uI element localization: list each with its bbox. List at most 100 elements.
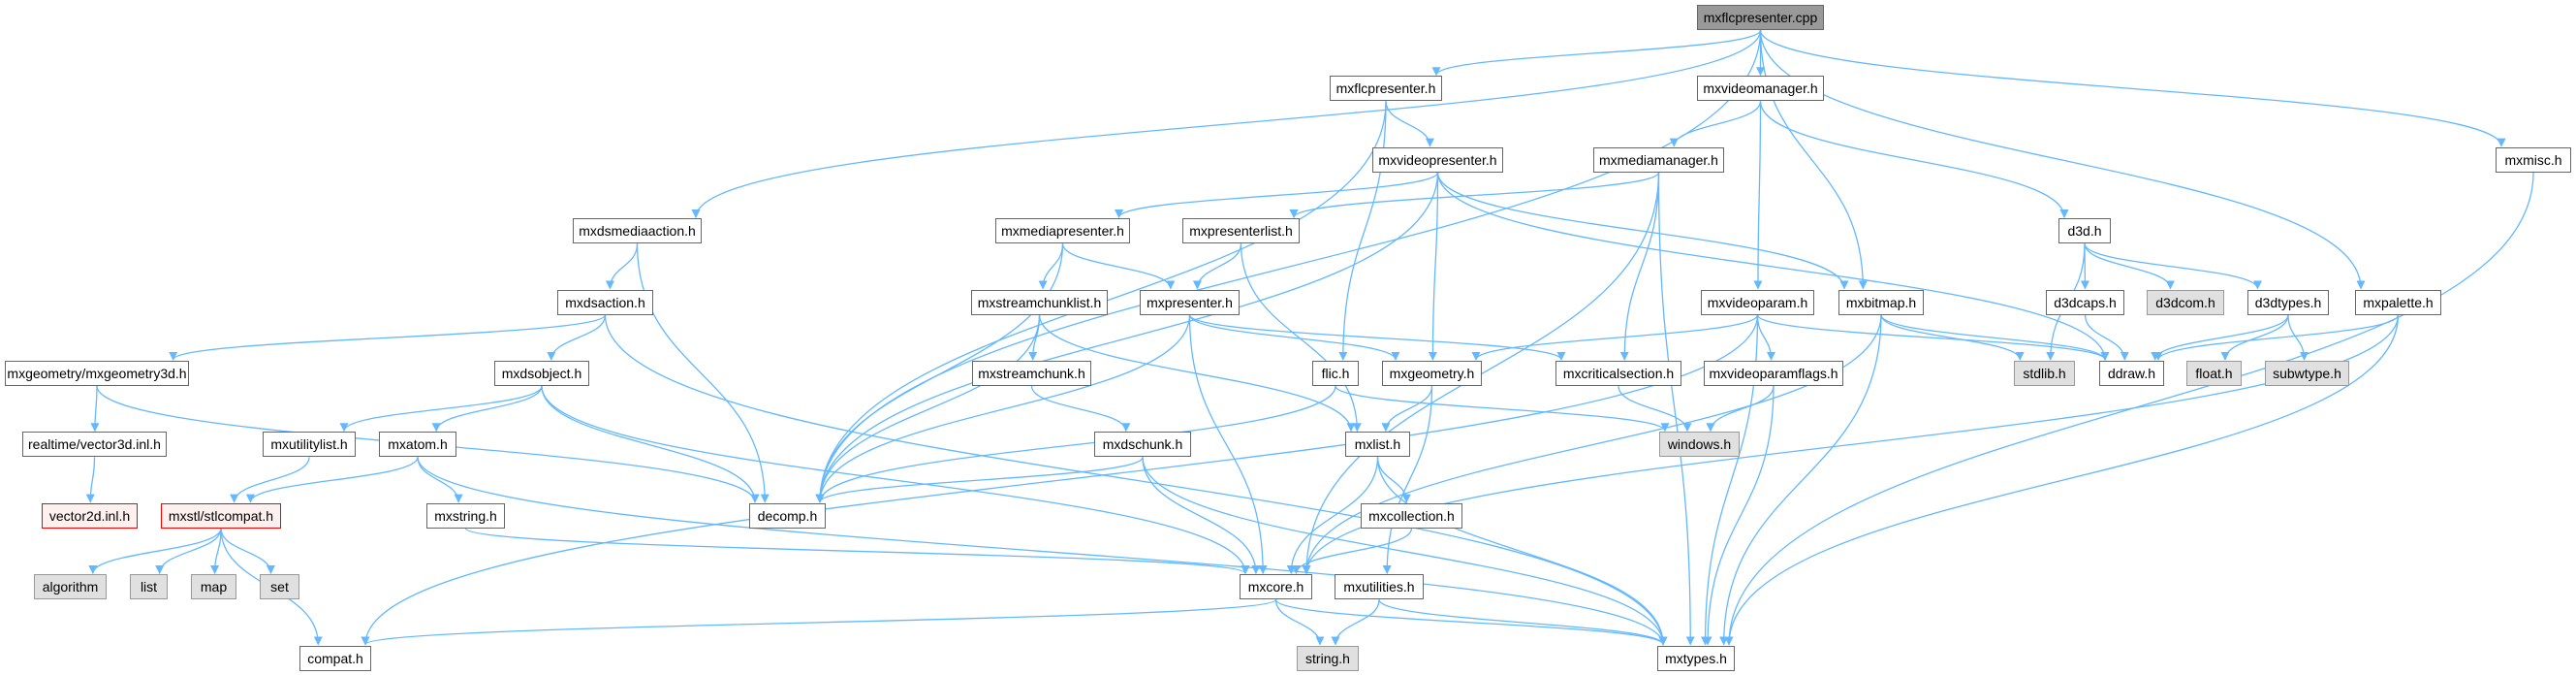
edge-presenter-to-core bbox=[1188, 314, 1268, 575]
node-ddraw-h[interactable]: ddraw.h bbox=[2099, 361, 2164, 386]
edge-dsaction-to-dsobject bbox=[547, 314, 607, 361]
edge-utilitylist-to-stlcompat bbox=[230, 457, 310, 503]
edge-bitmap-to-core bbox=[1302, 314, 1882, 575]
node-mxstreamchunklist-h[interactable]: mxstreamchunklist.h bbox=[971, 289, 1108, 315]
edge-core-to-types bbox=[1274, 598, 1668, 646]
node-mxatom-h[interactable]: mxatom.h bbox=[379, 432, 456, 458]
node-decomp-h[interactable]: decomp.h bbox=[749, 502, 826, 529]
edge-dsmediaaction-to-decomp bbox=[636, 243, 770, 503]
node-algorithm: algorithm bbox=[34, 574, 107, 600]
node-vector2d-inl-h[interactable]: vector2d.inl.h bbox=[42, 502, 138, 529]
edge-videopresenter-to-decomp bbox=[815, 172, 1439, 503]
edge-videopresenter-to-ddraw bbox=[1436, 172, 2110, 361]
edge-utilities-to-string_h bbox=[1331, 599, 1380, 646]
node-mxvideoparamflags-h[interactable]: mxvideoparamflags.h bbox=[1704, 361, 1843, 386]
edge-dsobject-to-utilitylist bbox=[339, 385, 543, 433]
edge-cpp-to-decomp bbox=[815, 29, 1762, 503]
edge-cpp-to-flcpresenter_h bbox=[1431, 29, 1762, 77]
node-d3d-h[interactable]: d3d.h bbox=[2058, 218, 2111, 244]
node-subwtype-h: subwtype.h bbox=[2265, 361, 2349, 386]
node-mxtypes-h[interactable]: mxtypes.h bbox=[1657, 645, 1735, 671]
edge-stlcompat-to-set bbox=[220, 528, 275, 575]
edge-videomanager-to-videoparam bbox=[1753, 101, 1763, 290]
edge-stlcompat-to-algorithm bbox=[88, 528, 222, 575]
edge-geometry3d-to-vector3d bbox=[90, 385, 100, 433]
edge-mediamanager-to-types bbox=[1657, 172, 1695, 646]
node-mxcriticalsection-h[interactable]: mxcriticalsection.h bbox=[1555, 361, 1681, 386]
node-mxgeometry-h[interactable]: mxgeometry.h bbox=[1382, 361, 1482, 386]
edge-mediapresenter-to-presenter bbox=[1061, 243, 1176, 290]
node-d3dcom-h: d3dcom.h bbox=[2147, 289, 2224, 315]
node-mxdsaction-h[interactable]: mxdsaction.h bbox=[557, 289, 653, 315]
node-mxutilitylist-h[interactable]: mxutilitylist.h bbox=[263, 432, 356, 458]
edge-bitmap-to-types bbox=[1719, 314, 1882, 646]
edge-stlcompat-to-list bbox=[155, 528, 222, 575]
edge-list_h-to-core bbox=[1286, 457, 1379, 575]
node-mxdsmediaaction-h[interactable]: mxdsmediaaction.h bbox=[573, 218, 702, 244]
edge-mediamanager-to-core bbox=[1302, 172, 1660, 575]
edge-videoparamflags-to-types bbox=[1703, 385, 1775, 646]
edge-d3d-to-d3dtypes bbox=[2084, 242, 2262, 290]
edge-core-to-compat bbox=[361, 598, 1277, 646]
edge-d3dcaps-to-ddraw bbox=[2084, 314, 2129, 361]
node-mxutilities-h[interactable]: mxutilities.h bbox=[1335, 574, 1424, 600]
edge-dschunk-to-types bbox=[1142, 457, 1668, 646]
node-mxflcpresenter-h[interactable]: mxflcpresenter.h bbox=[1330, 76, 1442, 102]
node-mxdschunk-h[interactable]: mxdschunk.h bbox=[1094, 432, 1191, 458]
node-mxstring-h[interactable]: mxstring.h bbox=[426, 502, 505, 529]
node-mxcollection-h[interactable]: mxcollection.h bbox=[1361, 502, 1462, 529]
node-mxmediapresenter-h[interactable]: mxmediapresenter.h bbox=[995, 218, 1130, 244]
node-mxvideoparam-h[interactable]: mxvideoparam.h bbox=[1701, 289, 1814, 315]
node-mxbitmap-h[interactable]: mxbitmap.h bbox=[1838, 289, 1924, 315]
edge-dsobject-to-decomp bbox=[541, 385, 760, 503]
node-mxdsobject-h[interactable]: mxdsobject.h bbox=[494, 361, 589, 386]
edge-palette-to-ddraw bbox=[2153, 314, 2400, 361]
edge-videopresenter-to-bitmap bbox=[1436, 172, 1849, 290]
edge-presenterlist-to-list_h bbox=[1240, 243, 1362, 433]
edge-mediamanager-to-critsec bbox=[1619, 172, 1660, 361]
edge-dschunk-to-decomp bbox=[815, 457, 1144, 503]
node-mxvideomanager-h[interactable]: mxvideomanager.h bbox=[1697, 76, 1824, 102]
edge-streamchunklist-to-decomp bbox=[815, 314, 1041, 503]
edge-videopresenter-to-geometry bbox=[1428, 172, 1439, 361]
edge-videoparam-to-ddraw bbox=[1756, 314, 2110, 361]
edge-videoparam-to-geometry bbox=[1471, 314, 1759, 361]
edge-collection-to-core bbox=[1291, 528, 1413, 575]
node-d3dtypes-h[interactable]: d3dtypes.h bbox=[2247, 289, 2329, 315]
node-mxcore-h[interactable]: mxcore.h bbox=[1240, 574, 1312, 600]
node-flic-h[interactable]: flic.h bbox=[1312, 361, 1359, 386]
edge-presenterlist-to-presenter bbox=[1192, 243, 1242, 290]
node-mxpalette-h[interactable]: mxpalette.h bbox=[2355, 289, 2441, 315]
edge-d3dtypes-to-subwtype bbox=[2287, 314, 2309, 361]
node-mxlist-h[interactable]: mxlist.h bbox=[1345, 432, 1410, 458]
edge-mediamanager-to-presenterlist bbox=[1289, 172, 1660, 219]
node-mxpresenter-h[interactable]: mxpresenter.h bbox=[1140, 289, 1240, 315]
node-realtime-vector3d-inl-h[interactable]: realtime/vector3d.inl.h bbox=[22, 432, 167, 458]
node-set: set bbox=[260, 574, 299, 600]
edge-d3dtypes-to-ddraw bbox=[2151, 314, 2289, 361]
node-mxgeometry-mxgeometry3d-h[interactable]: mxgeometry/mxgeometry3d.h bbox=[5, 361, 189, 386]
edge-critsec-to-windows bbox=[1618, 385, 1692, 433]
edge-dsobject-to-atom bbox=[431, 385, 543, 433]
node-mxmediamanager-h[interactable]: mxmediamanager.h bbox=[1593, 146, 1724, 173]
node-d3dcaps-h[interactable]: d3dcaps.h bbox=[2046, 289, 2124, 315]
edge-geometry-to-utilities bbox=[1382, 385, 1433, 575]
node-mxmisc-h[interactable]: mxmisc.h bbox=[2496, 146, 2571, 173]
edge-dsmediaaction-to-dsaction bbox=[605, 243, 639, 290]
edge-palette-to-types bbox=[1724, 314, 2400, 646]
edge-cpp-to-dsmediaaction bbox=[691, 29, 1762, 219]
node-mxvideopresenter-h[interactable]: mxvideopresenter.h bbox=[1372, 146, 1503, 173]
node-string-h: string.h bbox=[1297, 645, 1359, 671]
node-mxstreamchunk-h[interactable]: mxstreamchunk.h bbox=[972, 361, 1091, 386]
edge-utilities-to-types bbox=[1378, 598, 1668, 646]
edge-dsaction-to-types bbox=[604, 314, 1668, 646]
node-mxpresenterlist-h[interactable]: mxpresenterlist.h bbox=[1182, 218, 1300, 244]
edge-flic-to-decomp bbox=[815, 385, 1336, 503]
edge-flcpresenter_h-to-flic bbox=[1338, 101, 1387, 361]
node-mxstl-stlcompat-h[interactable]: mxstl/stlcompat.h bbox=[161, 502, 281, 529]
edge-streamchunk-to-dschunk bbox=[1030, 385, 1131, 433]
edge-presenter-to-decomp bbox=[815, 314, 1191, 503]
node-mxflcpresenter-cpp: mxflcpresenter.cpp bbox=[1697, 5, 1824, 30]
node-compat-h[interactable]: compat.h bbox=[299, 645, 371, 671]
